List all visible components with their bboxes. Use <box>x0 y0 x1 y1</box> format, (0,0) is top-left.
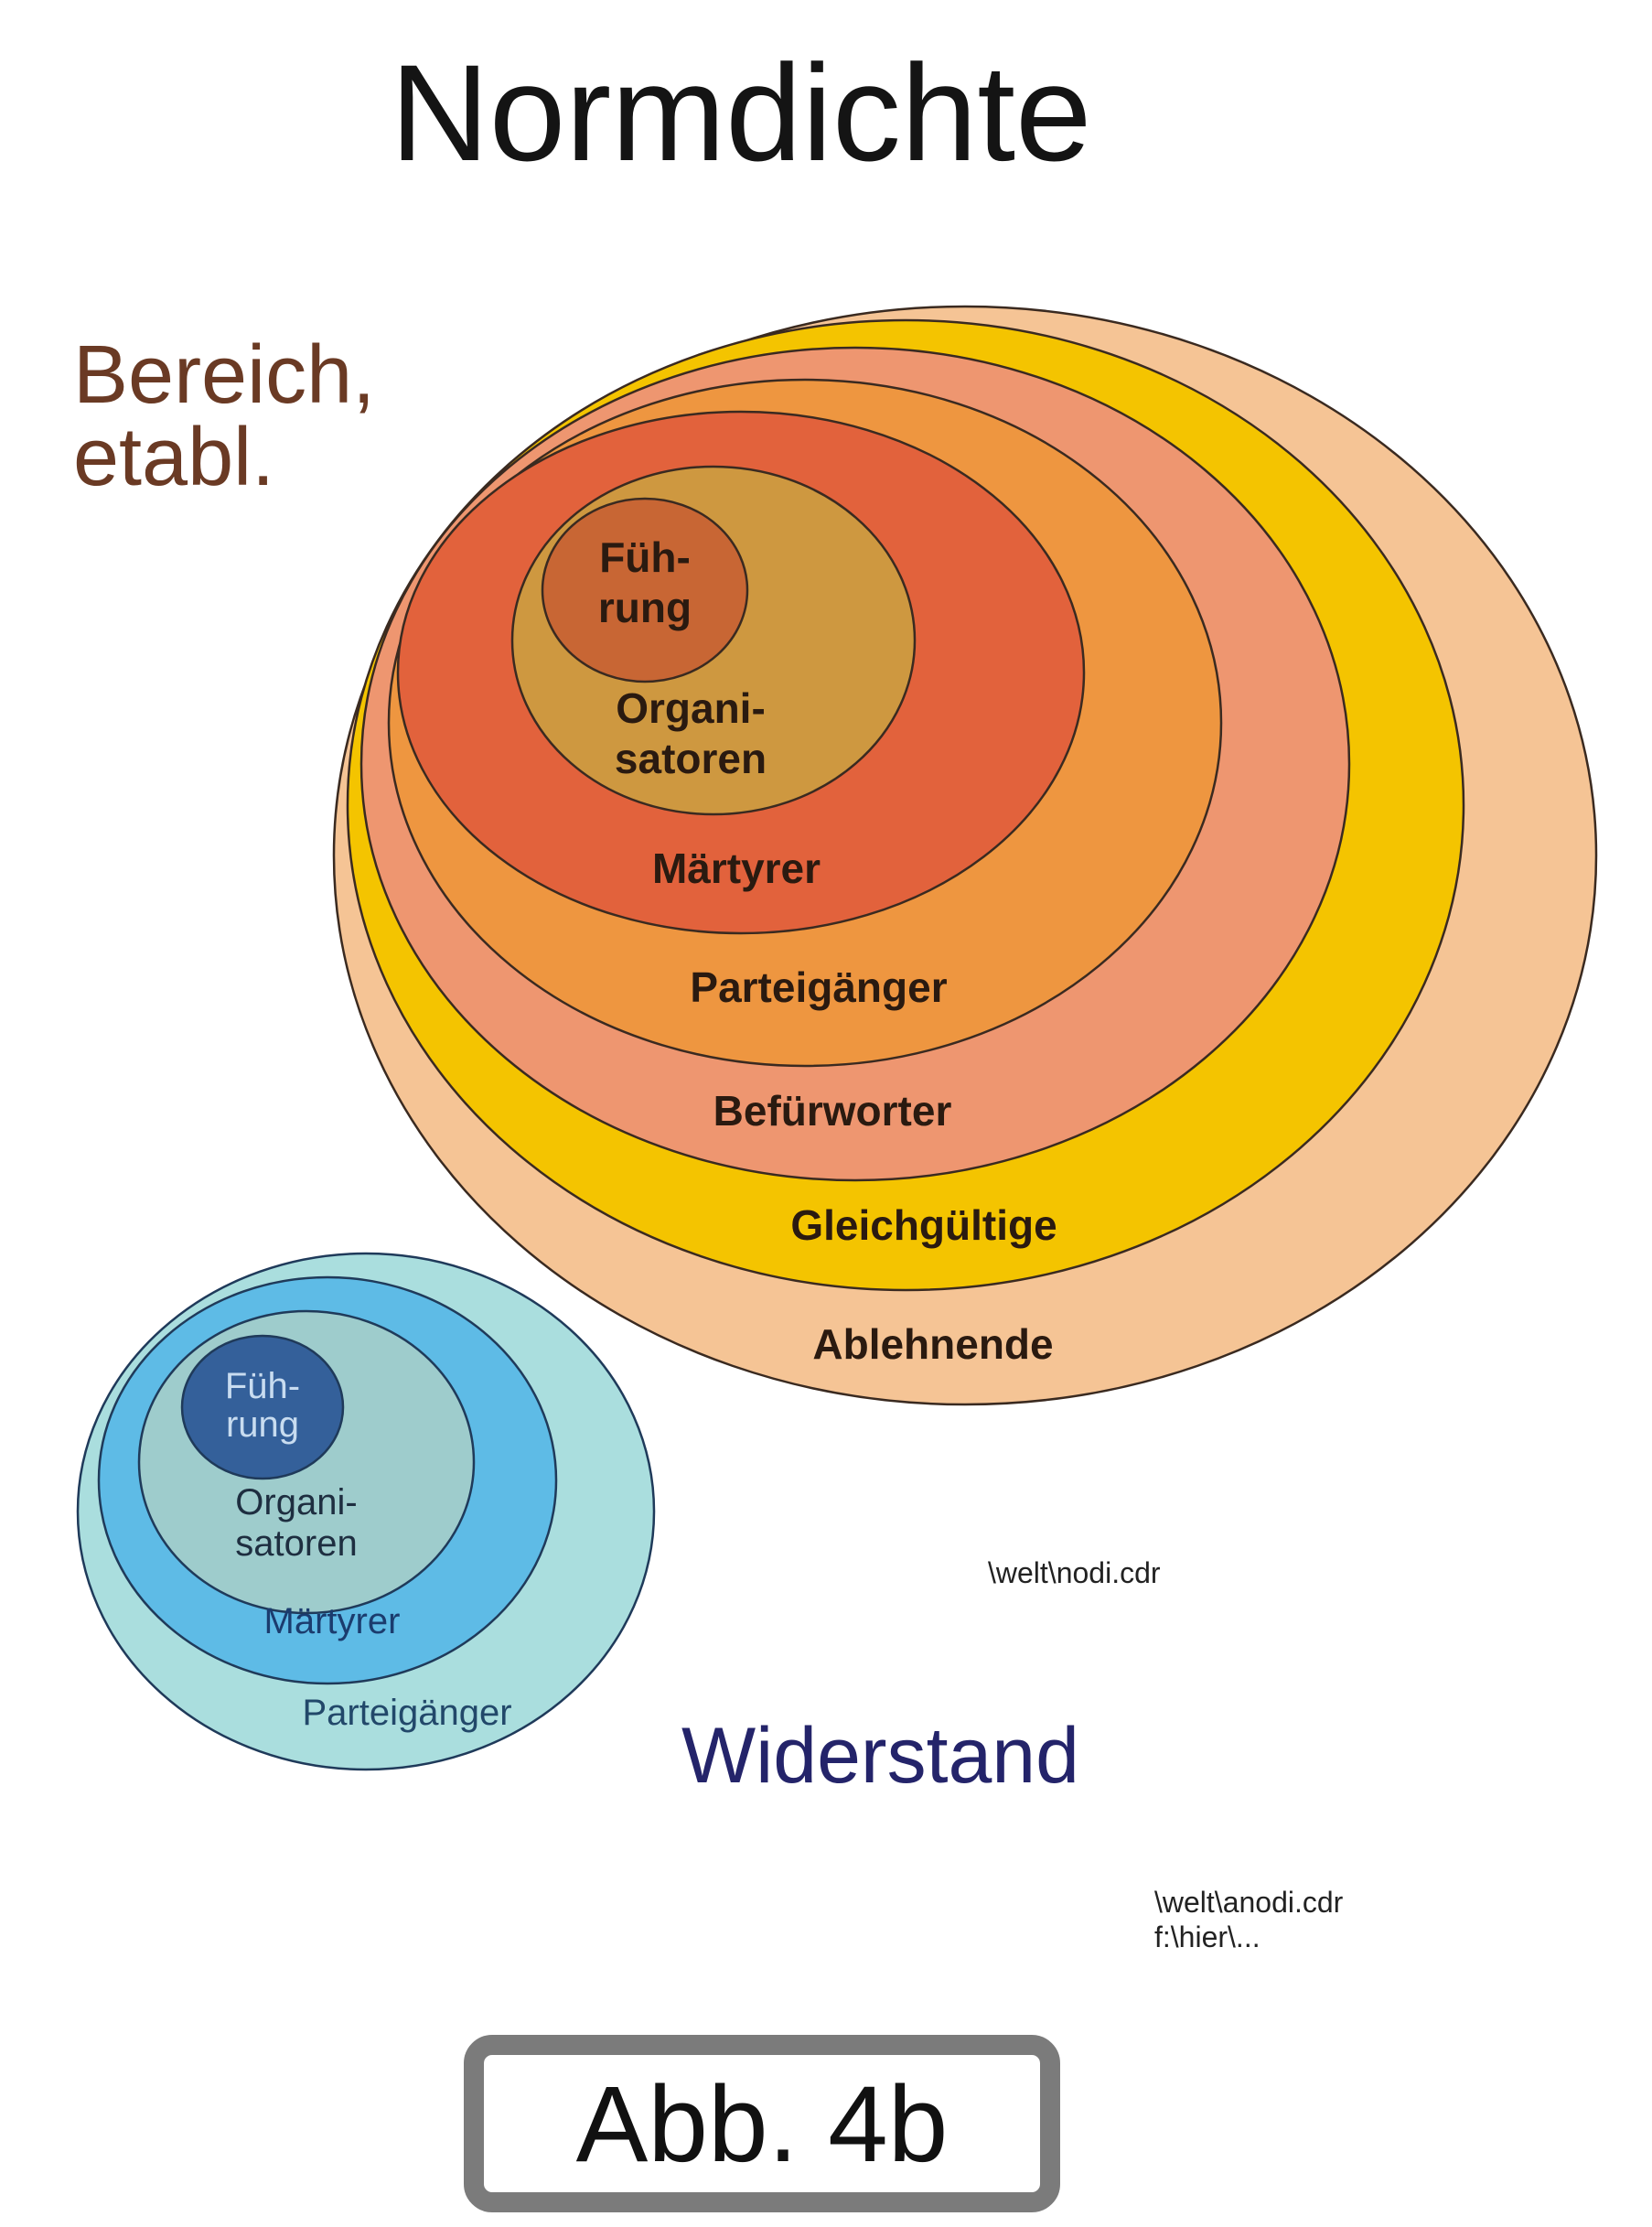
established-area-label-line2: etabl. <box>73 412 274 503</box>
label-organisatoren-line1: Organi- <box>616 684 766 732</box>
resistance-ring-fuehrung <box>180 1334 345 1480</box>
file-note-anodi: \welt\anodi.cdr <box>1154 1886 1344 1919</box>
label-organisatoren-line2: satoren <box>615 735 767 782</box>
established-labels: Ablehnende Gleichgültige Befürworter Par… <box>598 533 1057 1368</box>
file-note-path: f:\hier\... <box>1154 1920 1260 1953</box>
resistance-label-maertyrer: Märtyrer <box>264 1601 401 1641</box>
resistance-labels: Parteigänger Märtyrer Organi- satoren Fü… <box>225 1366 512 1733</box>
resistance-title: Widerstand <box>681 1712 1079 1800</box>
resistance-label-organisatoren-line2: satoren <box>235 1523 357 1564</box>
established-area-label-line1: Bereich, <box>73 329 375 421</box>
resistance-label-fuehrung-line1: Füh- <box>225 1366 300 1406</box>
resistance-label-organisatoren-line1: Organi- <box>235 1482 357 1522</box>
figure-label-box: Abb. 4b <box>464 2035 1060 2212</box>
figure-label: Abb. 4b <box>576 2064 949 2185</box>
diagram-title: Normdichte <box>391 36 1092 189</box>
label-gleichgueltige: Gleichgültige <box>790 1201 1057 1249</box>
label-fuehrung-line1: Füh- <box>599 533 691 581</box>
label-parteigaenger: Parteigänger <box>690 963 947 1011</box>
figure-label-frame <box>464 2035 1060 2212</box>
file-note-nodi: \welt\nodi.cdr <box>988 1556 1161 1589</box>
established-rings <box>332 305 1598 1406</box>
label-maertyrer: Märtyrer <box>652 845 821 892</box>
label-fuehrung-line2: rung <box>598 584 692 631</box>
label-befuerworter: Befürworter <box>713 1087 952 1135</box>
resistance-label-fuehrung-line2: rung <box>226 1404 299 1445</box>
resistance-label-parteigaenger: Parteigänger <box>302 1693 511 1733</box>
resistance-rings <box>76 1252 656 1771</box>
ring-fuehrung <box>541 497 749 683</box>
label-ablehnende: Ablehnende <box>812 1320 1053 1368</box>
